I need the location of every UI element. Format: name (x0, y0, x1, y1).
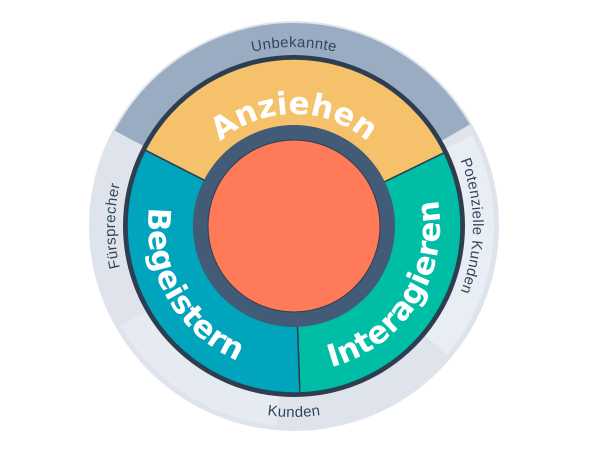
label-unbekannte: Unbekannte (250, 34, 339, 56)
outer-ring-band-unbekannte (114, 22, 470, 148)
hub-center (207, 139, 381, 313)
label-fuersprecher: Fürsprecher (102, 181, 124, 270)
outer-ring-band-potenzielle-kunden (422, 135, 494, 355)
label-kunden: Kunden (267, 402, 321, 421)
